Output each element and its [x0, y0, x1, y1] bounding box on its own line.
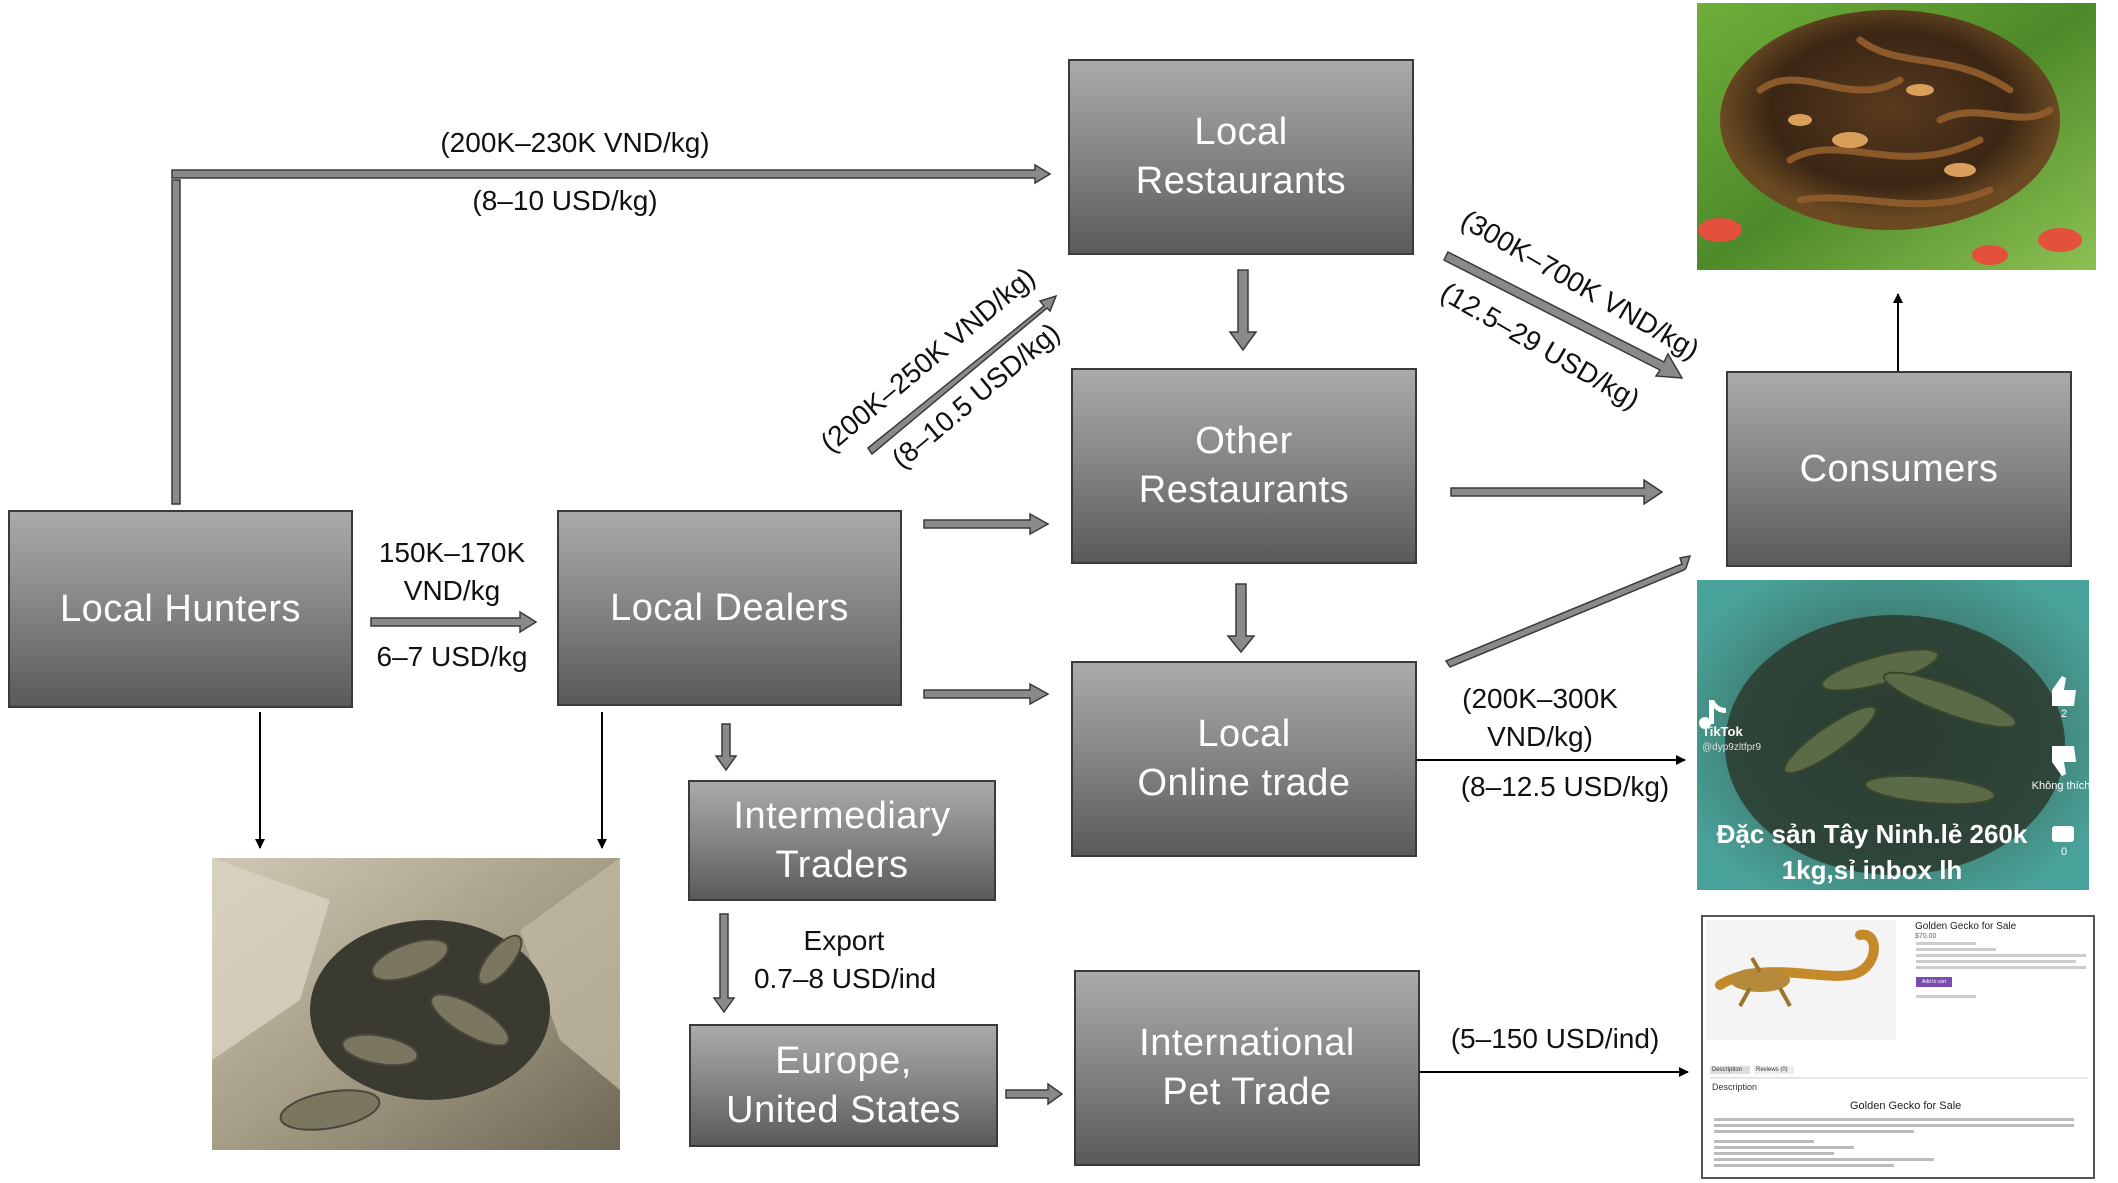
other-restaurants-to-consumers-arrow [1450, 478, 1664, 506]
pet-shop-screenshot-photo [1701, 915, 2095, 1179]
node-local-hunters-label: Local Hunters [60, 587, 301, 630]
node-europe-us-line1: Europe, [775, 1039, 912, 1082]
node-local-restaurants-line2: Restaurants [1135, 160, 1347, 202]
geckos-in-sack-photo [212, 858, 620, 1150]
node-other-restaurants-line1: Other [1195, 420, 1293, 462]
dislike-icon [2052, 746, 2076, 776]
export-label: Export [803, 925, 885, 956]
node-consumers: Consumers [1726, 371, 2072, 567]
node-other-restaurants: Other Restaurants [1071, 368, 1417, 564]
node-international-pet-trade-line1: International [1139, 1022, 1355, 1064]
hunters-to-local-restaurants-arrow [171, 163, 1052, 185]
node-europe-us: Europe, United States [689, 1024, 998, 1147]
node-other-restaurants-line2: Restaurants [1138, 469, 1350, 511]
tiktok-logo-icon [1699, 700, 1726, 729]
dealers-to-local-restaurants-arrow [866, 294, 1058, 456]
price-hunters-dealers-vnd-line1: 150K–170K [378, 537, 526, 568]
hunters-up-connector [171, 179, 181, 505]
node-local-hunters: Local Hunters [8, 510, 353, 708]
tiktok-brand-label: TikTok [1702, 724, 1743, 739]
node-local-dealers-label: Local Dealers [610, 586, 849, 629]
dealers-to-online-trade-arrow [923, 682, 1050, 706]
local-restaurants-to-other-restaurants-arrow [1228, 269, 1258, 352]
shop-product-title: Golden Gecko for Sale [1915, 921, 2017, 932]
price-online-vnd-line2: VND/kg) [1487, 721, 1593, 752]
shop-tab-reviews: Reviews (0) [1756, 1067, 1788, 1073]
node-local-dealers: Local Dealers [557, 510, 902, 706]
price-pet-trade: (5–150 USD/ind) [1450, 1023, 1660, 1054]
price-online-vnd-line1: (200K–300K [1462, 683, 1618, 714]
node-europe-us-line2: United States [726, 1088, 961, 1131]
tiktok-caption-line1: Đặc sản Tây Ninh.lẻ 260k [1716, 819, 2028, 849]
tiktok-like-count: 2 [2060, 708, 2068, 720]
node-local-online-trade: Local Online trade [1071, 661, 1417, 857]
tiktok-user-label: @dyp9zltfpr9 [1702, 742, 1762, 753]
local-restaurants-to-consumers-arrow [1442, 250, 1684, 379]
node-intermediary-traders-line2: Traders [775, 843, 909, 886]
price-hunters-dealers-vnd-line2: VND/kg [403, 575, 501, 606]
node-international-pet-trade: International Pet Trade [1074, 970, 1420, 1166]
dealers-to-intermediary-arrow [714, 723, 738, 772]
comment-icon [2052, 826, 2074, 842]
price-online-usd: (8–12.5 USD/kg) [1460, 771, 1670, 802]
node-local-restaurants-line1: Local [1194, 111, 1288, 153]
tiktok-caption-line2: 1kg,sỉ inbox lh [1781, 855, 1963, 885]
price-hunters-dealers-usd: 6–7 USD/kg [376, 641, 528, 672]
node-intermediary-traders: Intermediary Traders [688, 780, 996, 901]
hunters-to-dealers-arrow [370, 610, 538, 634]
shop-description-heading: Description [1712, 1082, 1758, 1092]
node-international-pet-trade-line2: Pet Trade [1162, 1071, 1332, 1113]
tiktok-dislike-label: Không thích [2031, 780, 2091, 792]
price-hunters-restaurants-usd: (8–10 USD/kg) [472, 185, 658, 216]
node-local-online-trade-line2: Online trade [1137, 762, 1351, 804]
shop-product-price: $70.00 [1915, 933, 1937, 940]
other-restaurants-to-online-trade-arrow [1226, 583, 1256, 654]
like-icon [2052, 676, 2076, 706]
dealers-to-other-restaurants-arrow [923, 512, 1050, 536]
export-price: 0.7–8 USD/ind [753, 963, 937, 994]
price-hunters-restaurants-vnd: (200K–230K VND/kg) [440, 127, 710, 158]
shop-add-to-cart-button: Add to cart [1921, 979, 1947, 985]
node-consumers-label: Consumers [1799, 447, 1999, 490]
europe-to-pet-trade-arrow [1005, 1082, 1064, 1106]
online-trade-to-consumers-arrow [1444, 555, 1692, 668]
tiktok-screenshot-photo [1697, 580, 2089, 890]
shop-tab-description: Description [1712, 1067, 1743, 1073]
intermediary-to-europe-arrow [712, 913, 736, 1014]
node-local-restaurants: Local Restaurants [1068, 59, 1414, 255]
fried-gecko-dish-photo [1697, 3, 2096, 270]
node-local-online-trade-line1: Local [1197, 713, 1291, 755]
shop-description-title: Golden Gecko for Sale [1850, 1100, 1962, 1112]
node-intermediary-traders-line1: Intermediary [733, 794, 951, 837]
tiktok-comment-count: 0 [2060, 846, 2068, 858]
